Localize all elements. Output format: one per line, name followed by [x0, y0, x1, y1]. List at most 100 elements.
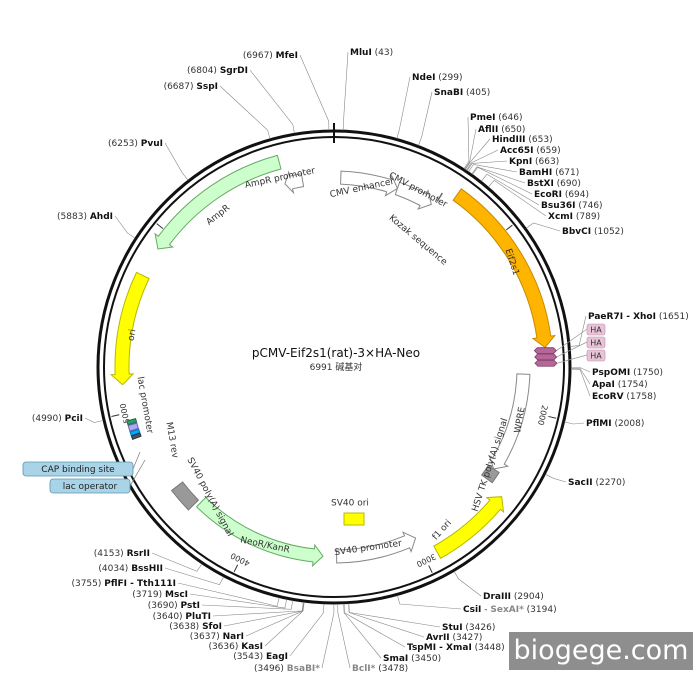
feature-label: WPRE: [513, 406, 527, 434]
ha-label: HA: [590, 339, 602, 348]
site-leader: [472, 166, 533, 195]
feature-label: AmpR: [205, 203, 232, 227]
site-leader: [570, 315, 587, 347]
site: EcoRI (694): [472, 166, 589, 200]
feature-shape: [394, 181, 432, 210]
site-label: EcoRI (694): [534, 190, 589, 200]
site: (6253) PvuI: [108, 139, 189, 181]
site: MluI (43): [342, 48, 393, 131]
site-label: (3755) PflFI - Tth111I: [71, 579, 176, 589]
site: PmeI (646): [463, 113, 523, 169]
callout: lac operator: [49, 459, 146, 494]
site: (3496) BsaBI*: [254, 604, 335, 674]
tick-label: 5000: [118, 402, 131, 424]
site: Bsu36I (746): [481, 173, 603, 211]
feature-shape: [127, 422, 140, 432]
site: HindIII (653): [464, 135, 553, 170]
site-leader: [545, 473, 567, 483]
feature-shape: [335, 531, 417, 564]
site-label: BstXI (690): [527, 179, 581, 189]
site: PflMI (2008): [564, 419, 644, 429]
feature-cmv-enhancer: CMV enhancer: [329, 170, 399, 200]
site-leader: [289, 603, 325, 657]
tick-mark: [428, 565, 433, 573]
ha-shape: [534, 359, 558, 367]
site-label: (4034) BssHII: [98, 564, 163, 574]
site-label: CsiI - SexAI* (3194): [463, 605, 557, 615]
site-leader: [249, 69, 295, 134]
feature-cap-binding-site: [126, 417, 138, 426]
site: (6967) MfeI: [243, 51, 330, 131]
site-label: (4990) PciI: [32, 414, 83, 424]
site-leader: [466, 149, 499, 171]
site: DraIII (2904): [453, 571, 544, 602]
site-leader: [463, 116, 470, 169]
feature-shape: [433, 496, 505, 559]
site-leader: [264, 602, 305, 647]
site-leader: [342, 51, 349, 131]
feature-f1-ori: f1 ori: [431, 496, 505, 559]
site-leader: [164, 142, 189, 181]
site-label: (3690) PstI: [148, 601, 200, 611]
site: (3755) PflFI - Tth111I: [71, 579, 280, 607]
site-leader: [348, 603, 441, 628]
site: CsiI - SexAI* (3194): [397, 595, 557, 615]
site-leader: [466, 160, 508, 171]
feature-label: M13 rev: [163, 421, 179, 459]
site: KpnI (663): [466, 157, 559, 171]
feature-cmv-promoter: CMV promoter: [387, 171, 449, 210]
site: SacII (2270): [545, 473, 625, 488]
site: AflII (650): [464, 125, 525, 170]
site-label: (3640) PluTI: [153, 612, 211, 622]
feature-ori: ori: [109, 271, 150, 386]
site: Acc65I (659): [466, 146, 561, 171]
feature-shape: [154, 154, 282, 250]
site-label: PmeI (646): [470, 113, 523, 123]
site: SmaI (3450): [343, 603, 441, 664]
site-leader: [343, 603, 382, 659]
tick-label: 2000: [536, 404, 549, 426]
feature-sv40-promoter: SV40 promoter: [334, 531, 417, 564]
site: (3690) PstI: [148, 600, 294, 611]
site-leader: [348, 603, 425, 638]
site-leader: [84, 417, 104, 423]
site: EcoRV (1758): [570, 368, 656, 402]
site-leader: [570, 368, 591, 397]
site-label: (3637) NarI: [190, 632, 244, 642]
ha-badge: [586, 349, 606, 362]
watermark: biogege.com: [509, 632, 693, 670]
site-leader: [397, 595, 462, 610]
site-leader: [321, 604, 335, 669]
callout-label: CAP binding site: [41, 465, 115, 475]
tick-mark: [548, 415, 557, 419]
feature-label: ori: [127, 328, 139, 341]
site: PaeR7I - XhoI (1651): [570, 312, 689, 347]
callout-label: lac operator: [63, 482, 118, 492]
site-label: AflII (650): [478, 125, 525, 135]
backbone-ring: [96, 123, 572, 605]
site: (6804) SgrDI: [187, 66, 295, 134]
site: ApaI (1754): [570, 368, 648, 390]
site-label: PspOMI (1750): [592, 368, 663, 378]
site-label: (5883) AhdI: [57, 212, 113, 222]
site-label: StuI (3426): [442, 623, 495, 633]
site-leader: [418, 91, 433, 146]
site-leader: [164, 567, 224, 586]
site-label: ApaI (1754): [592, 380, 648, 390]
site-label: PaeR7I - XhoI (1651): [588, 312, 689, 322]
feature-shape: [130, 432, 142, 440]
feature-shape: [340, 170, 399, 197]
site-label: XcmI (789): [548, 212, 600, 222]
site-leader: [245, 602, 305, 637]
site: (5883) AhdI: [57, 212, 136, 239]
site: (4153) RsrII: [94, 549, 203, 572]
ha-badge: [586, 336, 606, 349]
callout: CAP binding site: [22, 451, 141, 477]
site-label: HindIII (653): [492, 135, 553, 145]
site-leader: [114, 215, 136, 239]
site-label: BamHI (671): [519, 168, 579, 178]
site: AvrII (3427): [348, 603, 482, 643]
site-leader: [464, 138, 491, 170]
